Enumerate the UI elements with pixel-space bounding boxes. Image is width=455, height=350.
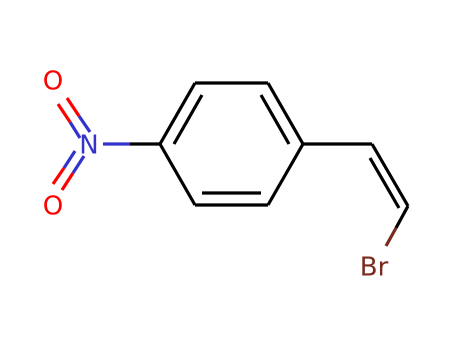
n-o-lower-bond-n [71, 155, 86, 174]
atom-label-oxygen-top: O [43, 67, 63, 97]
n-o-upper-bond-a-o [65, 97, 81, 117]
c-br-bond-bromine-half [384, 227, 398, 247]
ring-bond-1 [158, 82, 197, 145]
n-o-upper-bond-b-o [56, 103, 72, 123]
ring-bond-4 [266, 143, 305, 206]
atom-label-nitrogen: N [79, 131, 98, 161]
atom-label-bromine: Br [360, 253, 389, 283]
atom-label-oxygen-bottom: O [43, 192, 63, 222]
ring-inner-bond-2 [259, 94, 291, 145]
n-o-upper-bond-a-n [77, 115, 92, 133]
ring-bond-6 [158, 143, 197, 206]
c-br-bond-carbon-half [394, 205, 410, 229]
n-o-lower-bond-o-2 [51, 167, 66, 185]
n-o-lower-bond-n-2 [62, 150, 77, 169]
alkene-bond-inner [368, 157, 401, 209]
alkene-bond-outer [370, 143, 410, 207]
n-o-lower-bond-o [60, 172, 75, 191]
n-o-upper-bond-b-n [68, 121, 82, 139]
ring-inner-bond-1 [172, 94, 204, 145]
ring-bond-3 [266, 82, 305, 145]
